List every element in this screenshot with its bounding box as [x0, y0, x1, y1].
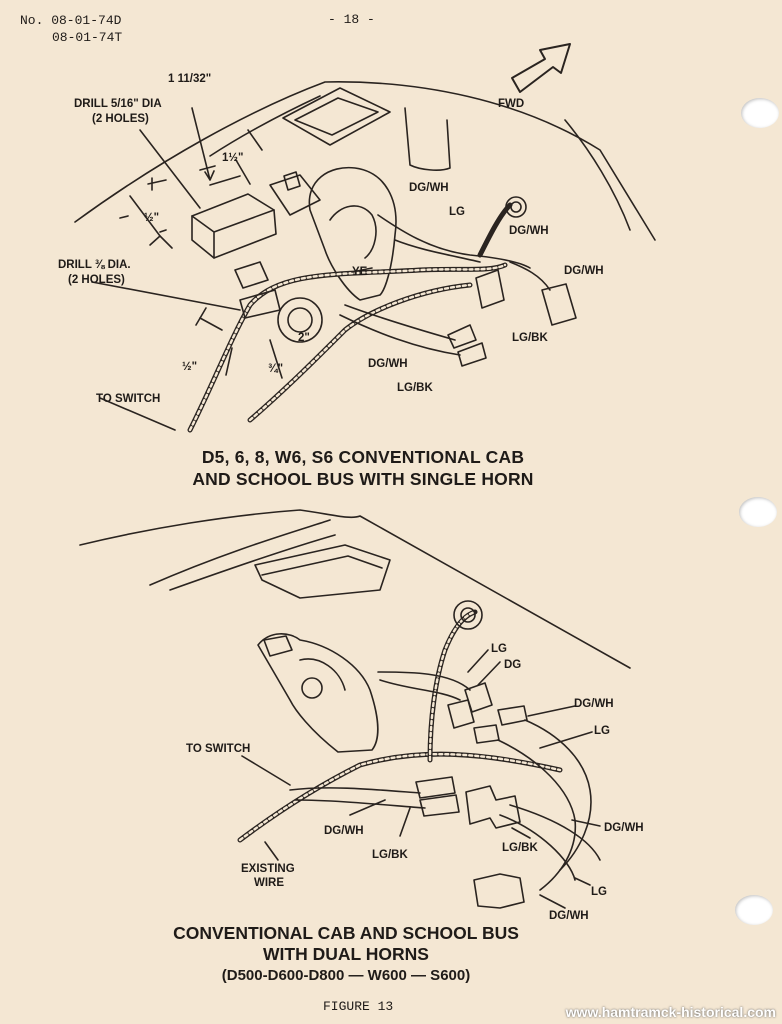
label-drill-5-16: DRILL 5/16" DIA — [74, 98, 162, 110]
diagram-1-caption-line-2: AND SCHOOL BUS WITH SINGLE HORN — [192, 469, 534, 489]
label-dg-wh-1: DG/WH — [409, 182, 449, 194]
label-lg-1: LG — [449, 206, 465, 218]
connector-8 — [473, 724, 500, 744]
diagram-2-caption: CONVENTIONAL CAB AND SCHOOL BUS WITH DUA… — [0, 923, 737, 986]
connector-4 — [457, 342, 487, 367]
label-ye: YE — [352, 266, 368, 278]
label-dim-3-4: ¾" — [268, 363, 283, 375]
diagram-1-drawing — [74, 43, 656, 433]
label-dg-wh-2: DG/WH — [509, 225, 549, 237]
label2-existing: EXISTING — [241, 863, 295, 875]
connector-12 — [473, 873, 525, 909]
horn-icon — [308, 166, 397, 301]
binder-hole-top — [741, 98, 779, 128]
label-dim-1-11-32: 1 11/32" — [168, 73, 211, 85]
doc-number-line-1: No. 08-01-74D — [20, 13, 122, 28]
label-drill-3-8: DRILL ⅜ DIA. — [58, 259, 131, 271]
diagram-2-caption-line-2: WITH DUAL HORNS — [263, 944, 429, 964]
label-dim-half-a: ½" — [144, 212, 159, 224]
page-number: - 18 - — [328, 12, 375, 27]
diagram-1-labels: FWD 1 11/32" DRILL 5/16" DIA (2 HOLES) 1… — [58, 73, 604, 405]
label2-dg-wh-3: DG/WH — [604, 822, 644, 834]
label-to-switch-1: TO SWITCH — [96, 393, 160, 405]
label2-dg-wh-4: DG/WH — [549, 910, 589, 922]
label2-to-switch: TO SWITCH — [186, 743, 250, 755]
diagram-2-caption-models: (D500-D600-D800 — W600 — S600) — [221, 967, 471, 984]
cab-outline-2 — [79, 509, 631, 669]
forward-arrow-icon — [511, 43, 571, 93]
connector-6 — [447, 699, 475, 729]
label-fwd: FWD — [498, 98, 524, 110]
label-dim-1-half: 1½" — [222, 152, 243, 164]
binder-hole-bottom — [735, 895, 773, 925]
label-lg-bk-2: LG/BK — [397, 382, 433, 394]
label-holes-2-a: (2 HOLES) — [92, 113, 149, 125]
label2-wire: WIRE — [254, 877, 284, 889]
label2-dg-wh-1: DG/WH — [574, 698, 614, 710]
website-watermark: www.hamtramck-historical.com — [565, 1004, 776, 1020]
label2-lg-bk-1: LG/BK — [372, 849, 408, 861]
label-dim-2: 2" — [298, 332, 310, 344]
doc-number-line-2: 08-01-74T — [52, 30, 123, 45]
connector-2 — [541, 283, 577, 326]
label2-dg-wh-2: DG/WH — [324, 825, 364, 837]
diagram-1-caption: D5, 6, 8, W6, S6 CONVENTIONAL CAB AND SC… — [0, 446, 754, 490]
label2-dg-1: DG — [504, 659, 521, 671]
connector-3 — [447, 324, 477, 349]
label-dim-half-b: ½" — [182, 361, 197, 373]
connector-7 — [497, 705, 528, 726]
figure-label: FIGURE 13 — [323, 999, 394, 1014]
label2-lg-bk-2: LG/BK — [502, 842, 538, 854]
mounting-bracket — [191, 193, 277, 259]
label2-lg-3: LG — [591, 886, 607, 898]
horn-icon-2 — [257, 633, 379, 753]
connector-10 — [419, 794, 460, 817]
label-lg-bk-1: LG/BK — [512, 332, 548, 344]
label-dg-wh-3: DG/WH — [564, 265, 604, 277]
label-holes-2-b: (2 HOLES) — [68, 274, 125, 286]
bolt-icon — [147, 177, 167, 191]
diagram-2-labels: LG DG DG/WH LG TO SWITCH DG/WH LG/BK DG/… — [186, 643, 644, 922]
connector-1 — [475, 269, 505, 309]
connector-5 — [464, 682, 493, 713]
label-dg-wh-4: DG/WH — [368, 358, 408, 370]
cab-outline — [74, 81, 656, 241]
diagram-2-drawing — [79, 509, 631, 909]
diagram-2-caption-line-1: CONVENTIONAL CAB AND SCHOOL BUS — [173, 923, 519, 943]
binder-hole-middle — [739, 497, 777, 527]
document-number: No. 08-01-74D 08-01-74T — [20, 12, 122, 46]
connector-11 — [465, 785, 521, 829]
diagram-1-caption-line-1: D5, 6, 8, W6, S6 CONVENTIONAL CAB — [201, 447, 525, 467]
label2-lg-1: LG — [491, 643, 507, 655]
connector-9 — [415, 776, 456, 799]
label2-lg-2: LG — [594, 725, 610, 737]
